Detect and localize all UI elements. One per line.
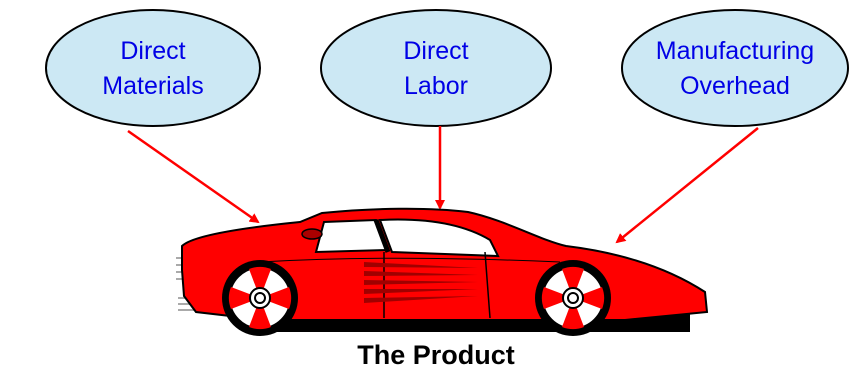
node-manufacturing-overhead-line2: Overhead xyxy=(680,72,790,100)
node-direct-materials-line1: Direct xyxy=(120,37,185,65)
node-direct-materials-ellipse xyxy=(45,9,261,127)
node-direct-labor: Direct Labor xyxy=(320,9,552,127)
arrow-overhead-to-product xyxy=(615,127,759,244)
node-direct-materials: Direct Materials xyxy=(45,9,261,127)
car-side-strakes xyxy=(364,262,478,303)
node-manufacturing-overhead-ellipse xyxy=(621,9,849,127)
node-manufacturing-overhead: Manufacturing Overhead xyxy=(621,9,849,127)
car-mirror xyxy=(301,228,323,240)
car-window-side xyxy=(378,218,500,258)
node-manufacturing-overhead-line1: Manufacturing xyxy=(656,37,814,65)
car-rear-wheel xyxy=(222,260,298,336)
node-direct-labor-line1: Direct xyxy=(403,37,468,65)
node-direct-materials-line2: Materials xyxy=(102,72,203,100)
car-door-line xyxy=(383,251,491,319)
sports-car-icon xyxy=(176,207,709,336)
arrow-materials-to-product xyxy=(127,129,260,224)
node-direct-labor-ellipse xyxy=(320,9,552,127)
node-direct-labor-line2: Labor xyxy=(404,72,468,100)
product-caption: The Product xyxy=(357,340,515,370)
car-front-wheel xyxy=(535,260,611,336)
